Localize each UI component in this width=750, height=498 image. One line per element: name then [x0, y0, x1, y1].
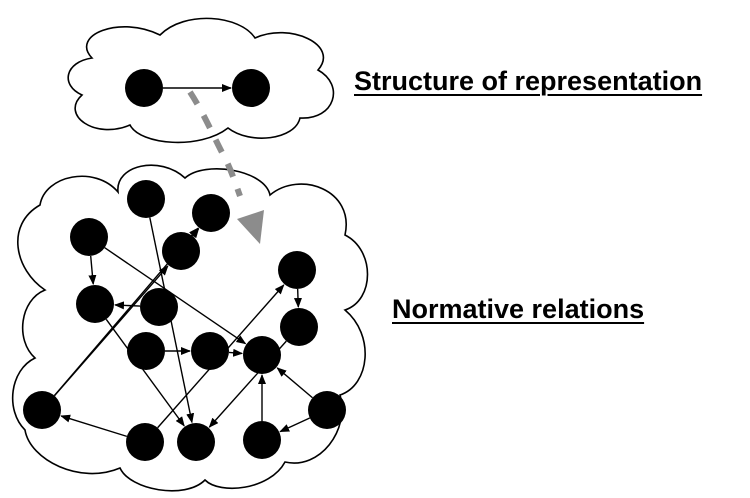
- structure-label: Structure of representation: [354, 66, 703, 96]
- node-n2: [127, 180, 165, 218]
- node-n15: [243, 421, 281, 459]
- node-n3: [192, 194, 230, 232]
- edge-n8-n9: [228, 348, 244, 357]
- connector-arrowhead: [237, 210, 264, 244]
- edge-n12-n5: [53, 265, 169, 397]
- node-n5: [162, 232, 200, 270]
- node-a: [125, 69, 163, 107]
- edge-n1-n4: [88, 255, 97, 286]
- node-b: [232, 69, 270, 107]
- node-n1: [70, 218, 108, 256]
- edge-n13-n12: [60, 414, 128, 438]
- edge-n16-n9: [276, 367, 313, 399]
- node-n4: [76, 285, 114, 323]
- node-n10: [280, 308, 318, 346]
- node-n11: [278, 251, 316, 289]
- node-n8: [191, 332, 229, 370]
- edge-n11-n10: [293, 288, 302, 309]
- node-n14: [177, 423, 215, 461]
- edge-n4-n14: [105, 318, 185, 427]
- node-n9: [243, 336, 281, 374]
- node-n7: [127, 332, 165, 370]
- node-n12: [23, 391, 61, 429]
- normative-label: Normative relations: [392, 294, 645, 324]
- node-n16: [308, 391, 346, 429]
- node-n13: [126, 423, 164, 461]
- node-n6: [140, 288, 178, 326]
- edge-n16-n15: [279, 417, 311, 433]
- edge-n6-n4: [113, 301, 141, 310]
- edge-n1-n9: [104, 247, 247, 345]
- top-cloud: [67, 17, 335, 144]
